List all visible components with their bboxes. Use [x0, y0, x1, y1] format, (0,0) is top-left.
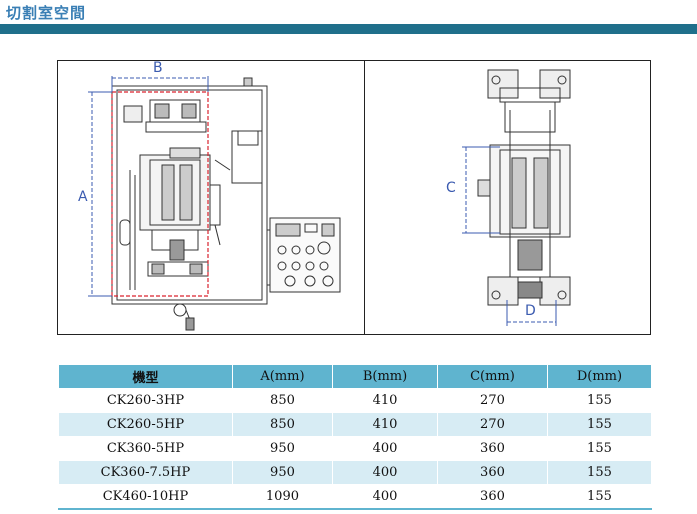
machine-drawing — [88, 69, 571, 331]
cell-a: 850 — [231, 412, 334, 437]
cell-b: 400 — [332, 484, 438, 510]
table-row: CK360-5HP 950 400 360 155 — [58, 436, 653, 461]
dimension-label-c: C — [446, 180, 456, 196]
dimension-label-a: A — [78, 189, 88, 205]
cell-model: CK260-5HP — [58, 412, 233, 437]
cell-model: CK360-5HP — [58, 436, 233, 461]
table-row: CK260-3HP 850 410 270 155 — [58, 388, 653, 413]
cell-d: 155 — [546, 388, 653, 413]
cell-model: CK360-7.5HP — [58, 460, 233, 485]
drawing-divider — [364, 60, 365, 335]
cell-b: 400 — [332, 436, 438, 461]
column-header-model: 機型 — [58, 364, 233, 389]
cell-d: 155 — [546, 460, 653, 485]
cell-c: 360 — [437, 460, 548, 485]
cell-a: 950 — [231, 436, 334, 461]
cell-model: CK260-3HP — [58, 388, 233, 413]
cell-b: 410 — [332, 412, 438, 437]
page-title: 切割室空間 — [6, 4, 87, 22]
cell-c: 360 — [437, 484, 548, 510]
cell-a: 850 — [231, 388, 334, 413]
column-header-d: D(mm) — [546, 364, 653, 389]
cell-d: 155 — [546, 436, 653, 461]
cell-c: 360 — [437, 436, 548, 461]
table-header-row: 機型 A(mm) B(mm) C(mm) D(mm) — [58, 364, 653, 389]
cell-a: 1090 — [231, 484, 334, 510]
title-bar — [0, 24, 697, 34]
cell-b: 410 — [332, 388, 438, 413]
cell-model: CK460-10HP — [58, 484, 233, 510]
cutting-room-boundary — [111, 91, 209, 297]
drawing-frame — [57, 60, 651, 335]
cell-a: 950 — [231, 460, 334, 485]
table-row: CK360-7.5HP 950 400 360 155 — [58, 460, 653, 485]
cabinet-outline — [111, 85, 268, 305]
dimension-label-d: D — [525, 303, 536, 319]
column-header-b: B(mm) — [332, 364, 438, 389]
dimension-label-b: B — [153, 60, 163, 76]
cell-b: 400 — [332, 460, 438, 485]
spec-table: 機型 A(mm) B(mm) C(mm) D(mm) CK260-3HP 850… — [58, 364, 653, 510]
table-row: CK460-10HP 1090 400 360 155 — [58, 484, 653, 510]
cell-d: 155 — [546, 412, 653, 437]
column-header-a: A(mm) — [231, 364, 334, 389]
cell-c: 270 — [437, 388, 548, 413]
table-row: CK260-5HP 850 410 270 155 — [58, 412, 653, 437]
cell-c: 270 — [437, 412, 548, 437]
column-header-c: C(mm) — [437, 364, 548, 389]
cell-d: 155 — [546, 484, 653, 510]
